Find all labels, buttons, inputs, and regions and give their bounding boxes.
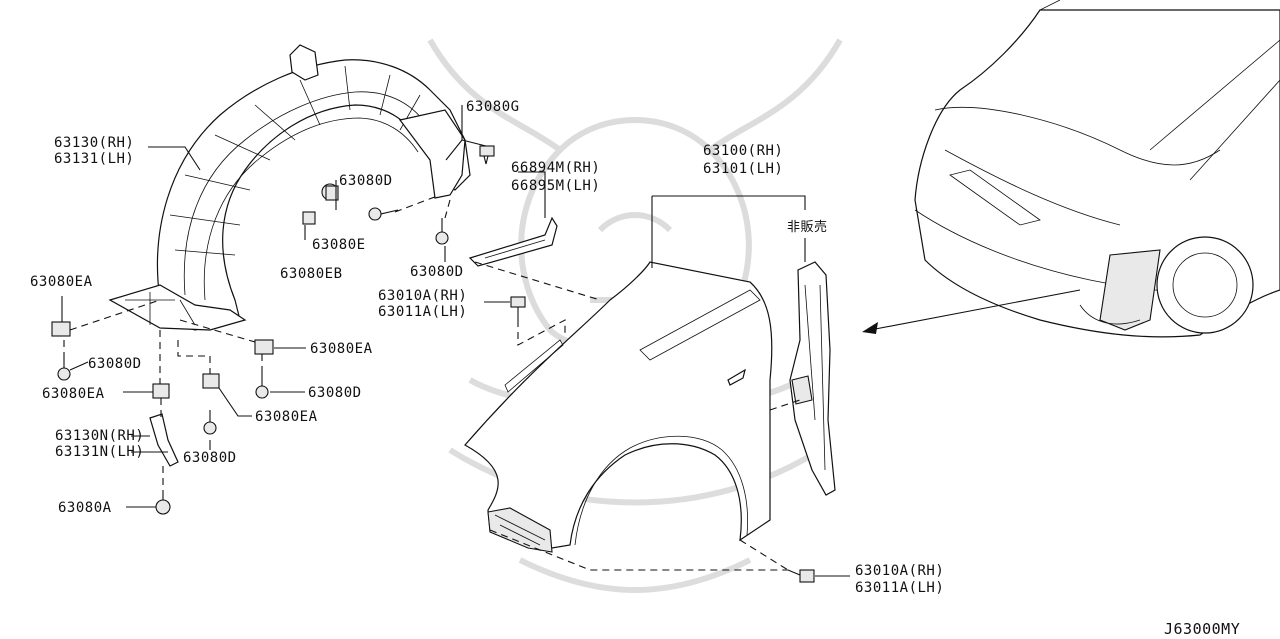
clip-63080EA-c bbox=[152, 383, 170, 399]
bolt-63010A-a bbox=[510, 296, 526, 320]
fender-bracket-part bbox=[789, 261, 836, 496]
label-63080EA-c: 63080EA bbox=[42, 386, 105, 402]
screw-63080D-d bbox=[255, 372, 269, 399]
label-66894M: 66894M(RH) bbox=[511, 160, 600, 176]
label-63011A-a: 63011A(LH) bbox=[378, 304, 467, 320]
clip-63080EA-d bbox=[202, 373, 220, 389]
screw-63080D-e bbox=[203, 410, 217, 435]
front-fender-part bbox=[464, 261, 773, 553]
label-63080D-e: 63080D bbox=[183, 450, 237, 466]
arrow-head bbox=[862, 322, 878, 334]
label-63101: 63101(LH) bbox=[703, 161, 783, 177]
label-66895M: 66895M(LH) bbox=[511, 178, 600, 194]
label-63080A: 63080A bbox=[58, 500, 112, 516]
small-bracket-part bbox=[149, 413, 179, 467]
fasteners bbox=[51, 145, 815, 583]
screw-63080D-a bbox=[368, 207, 399, 221]
label-63010A-b: 63010A(RH) bbox=[855, 563, 944, 579]
bolt-63010A-b bbox=[787, 569, 815, 583]
part-labels: 63130(RH) 63131(LH) 63080G 63080D 63080E… bbox=[30, 99, 1240, 638]
label-63100: 63100(RH) bbox=[703, 143, 783, 159]
leader-lines bbox=[61, 105, 850, 577]
vehicle-front-illustration bbox=[914, 0, 1280, 338]
label-63080EB: 63080EB bbox=[280, 266, 343, 282]
clip-63080EA-b bbox=[254, 339, 274, 355]
label-63131N: 63131N(LH) bbox=[55, 444, 144, 460]
label-63080D-c: 63080D bbox=[88, 356, 142, 372]
label-63010A-a: 63010A(RH) bbox=[378, 288, 467, 304]
label-63080EA-b: 63080EA bbox=[310, 341, 373, 357]
label-63131: 63131(LH) bbox=[54, 151, 134, 167]
fender-seal-part bbox=[468, 216, 558, 267]
clip-63080EB bbox=[302, 211, 316, 225]
label-63080G: 63080G bbox=[466, 99, 520, 115]
label-63080EA-a: 63080EA bbox=[30, 274, 93, 290]
label-63080EA-d: 63080EA bbox=[255, 409, 318, 425]
clip-63080EA-a bbox=[51, 321, 71, 337]
clip-63080E bbox=[325, 185, 339, 201]
label-63080D-d: 63080D bbox=[308, 385, 362, 401]
bolt-63080A bbox=[155, 490, 171, 515]
label-63130N: 63130N(RH) bbox=[55, 428, 144, 444]
callout-arrow bbox=[869, 289, 1081, 331]
label-63080D-b: 63080D bbox=[410, 264, 464, 280]
label-not-for-sale: 非販売 bbox=[787, 219, 828, 235]
label-63130: 63130(RH) bbox=[54, 135, 134, 151]
screw-63080D-b bbox=[435, 218, 449, 245]
label-63080E: 63080E bbox=[312, 237, 366, 253]
clip-63080G bbox=[479, 145, 495, 165]
fender-liner-part bbox=[108, 44, 471, 331]
screw-63080D-c bbox=[57, 354, 71, 381]
label-63080D-a: 63080D bbox=[339, 173, 393, 189]
label-63011A-b: 63011A(LH) bbox=[855, 580, 944, 596]
diagram-code: J63000MY bbox=[1164, 620, 1240, 638]
